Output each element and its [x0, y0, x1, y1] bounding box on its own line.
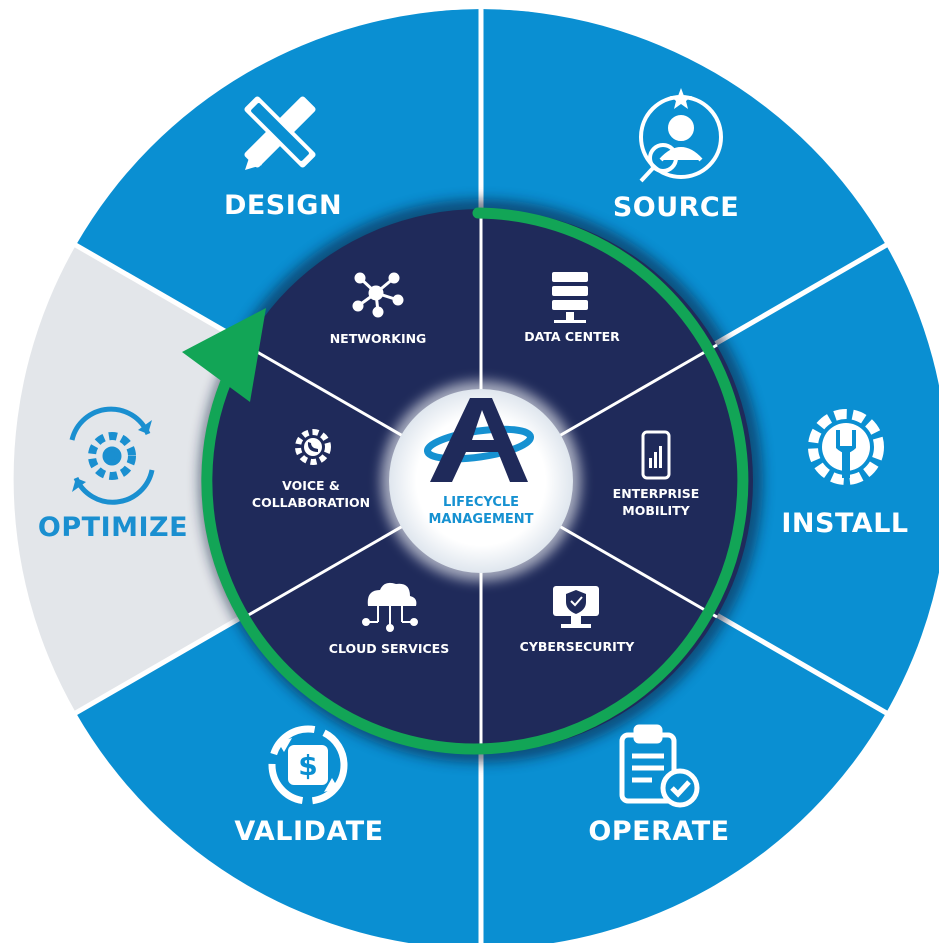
service-label-enterprise: ENTERPRISE: [613, 486, 700, 501]
ruler-pencil-icon: [244, 96, 316, 170]
clipboard-check-icon: [619, 724, 700, 808]
cycle-arrow-arc: [201, 207, 749, 755]
svg-text:$: $: [298, 749, 317, 782]
cycle-arrow: [182, 207, 749, 755]
phone-gear-icon: [295, 429, 331, 465]
monitor-shield-icon: [553, 586, 599, 628]
phase-label-install: INSTALL: [781, 508, 908, 539]
center-disc: [389, 389, 573, 573]
server-rack-icon: [552, 272, 588, 323]
center-hub: LIFECYCLE MANAGEMENT: [381, 381, 581, 581]
people-search-star-icon: [639, 88, 723, 183]
dollar-cycle-icon: $: [268, 725, 348, 805]
center-label-line2: MANAGEMENT: [428, 512, 533, 527]
phase-label-validate: VALIDATE: [234, 816, 383, 847]
service-label-voice: VOICE &: [282, 478, 340, 493]
service-label-networking: NETWORKING: [330, 331, 427, 346]
cycle-arrowhead: [182, 308, 266, 402]
phase-label-design: DESIGN: [224, 190, 342, 221]
service-label-cybersecurity: CYBERSECURITY: [520, 639, 636, 654]
service-label-cloud-services: CLOUD SERVICES: [329, 641, 449, 656]
service-label-data-center: DATA CENTER: [524, 329, 620, 344]
service-label-mobility: MOBILITY: [622, 503, 690, 518]
gear-refresh-icon: [69, 406, 155, 505]
cloud-network-icon: [362, 582, 418, 632]
phase-label-source: SOURCE: [613, 192, 739, 223]
phase-label-operate: OPERATE: [588, 816, 729, 847]
mobile-phone-chart-icon: [641, 430, 671, 480]
a-swoosh-logo-icon: [423, 398, 535, 482]
phase-label-optimize: OPTIMIZE: [38, 512, 188, 543]
center-label-line1: LIFECYCLE: [443, 495, 519, 510]
network-nodes-icon: [352, 272, 404, 318]
service-label-collaboration: COLLABORATION: [252, 495, 370, 510]
gear-wrench-icon: [808, 409, 884, 485]
